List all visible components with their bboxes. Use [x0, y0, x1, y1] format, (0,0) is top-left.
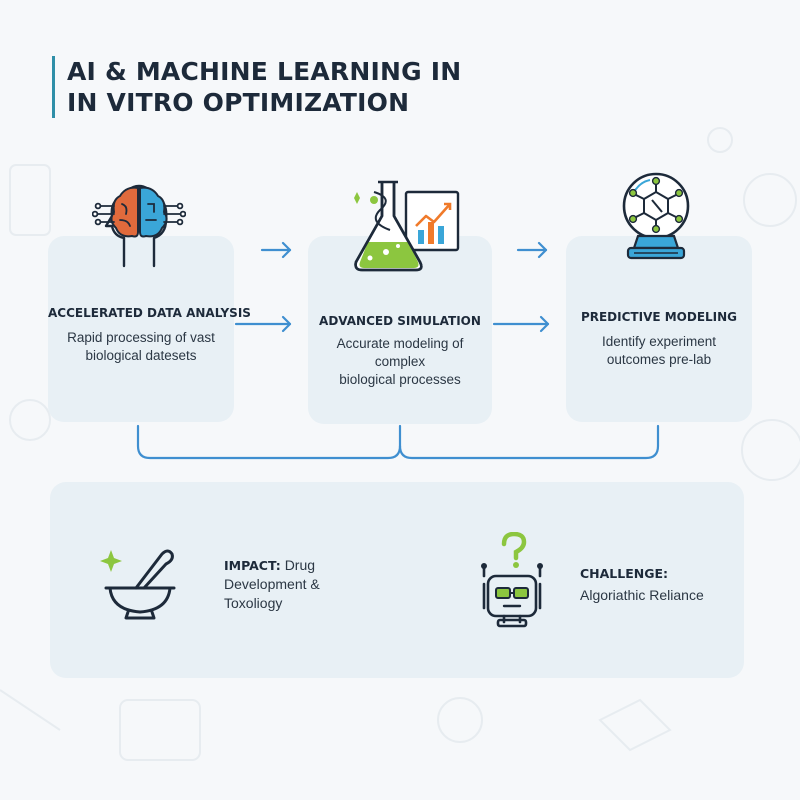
- challenge-label: CHALLENGE:: [580, 566, 669, 581]
- challenge-text: Algoriathic Reliance: [580, 587, 704, 603]
- card-description: Accurate modeling of complex biological …: [316, 335, 484, 389]
- card-description: Identify experiment outcomes pre-lab: [574, 333, 744, 369]
- card-desc-line: biological datesets: [85, 348, 197, 363]
- title-line-2: IN VITRO OPTIMIZATION: [67, 88, 410, 117]
- robot-question-icon: [481, 532, 543, 628]
- challenge-block: CHALLENGE: Algoriathic Reliance: [580, 566, 740, 605]
- impact-block: IMPACT: Drug Development & Toxoliogy: [224, 556, 374, 613]
- card-desc-line: outcomes pre-lab: [606, 352, 712, 367]
- impact-text-line: Development &: [224, 576, 320, 592]
- card-predictive-modeling: PREDICTIVE MODELING Identify experiment …: [566, 236, 752, 422]
- flask-chart-icon: [354, 180, 460, 272]
- mortar-pestle-icon: [100, 549, 176, 620]
- crystal-ball-molecule-icon: [622, 172, 690, 260]
- card-desc-line: complex: [374, 354, 426, 369]
- impact-text-line: Toxoliogy: [224, 595, 283, 611]
- card-description: Rapid processing of vast biological date…: [56, 329, 226, 365]
- brain-circuit-icon: [92, 184, 186, 268]
- card-desc-line: biological processes: [339, 372, 461, 387]
- title-line-1: AI & MACHINE LEARNING IN: [67, 57, 462, 86]
- card-desc-line: Identify experiment: [601, 334, 717, 349]
- card-title: PREDICTIVE MODELING: [580, 310, 738, 324]
- impact-challenge-panel: [50, 482, 744, 678]
- impact-label: IMPACT:: [224, 558, 281, 573]
- impact-text-first: Drug: [284, 557, 316, 573]
- card-desc-line: Accurate modeling of: [336, 336, 464, 351]
- card-accelerated-data-analysis: ACCELERATED DATA ANALYSIS Rapid processi…: [48, 236, 251, 422]
- card-title: ACCELERATED DATA ANALYSIS: [48, 306, 251, 320]
- card-desc-line: Rapid processing of vast: [67, 330, 215, 345]
- page-title: AI & MACHINE LEARNING IN IN VITRO OPTIMI…: [52, 56, 461, 118]
- card-title: ADVANCED SIMULATION: [319, 314, 481, 328]
- impact-text: IMPACT: Drug Development & Toxoliogy: [224, 556, 374, 613]
